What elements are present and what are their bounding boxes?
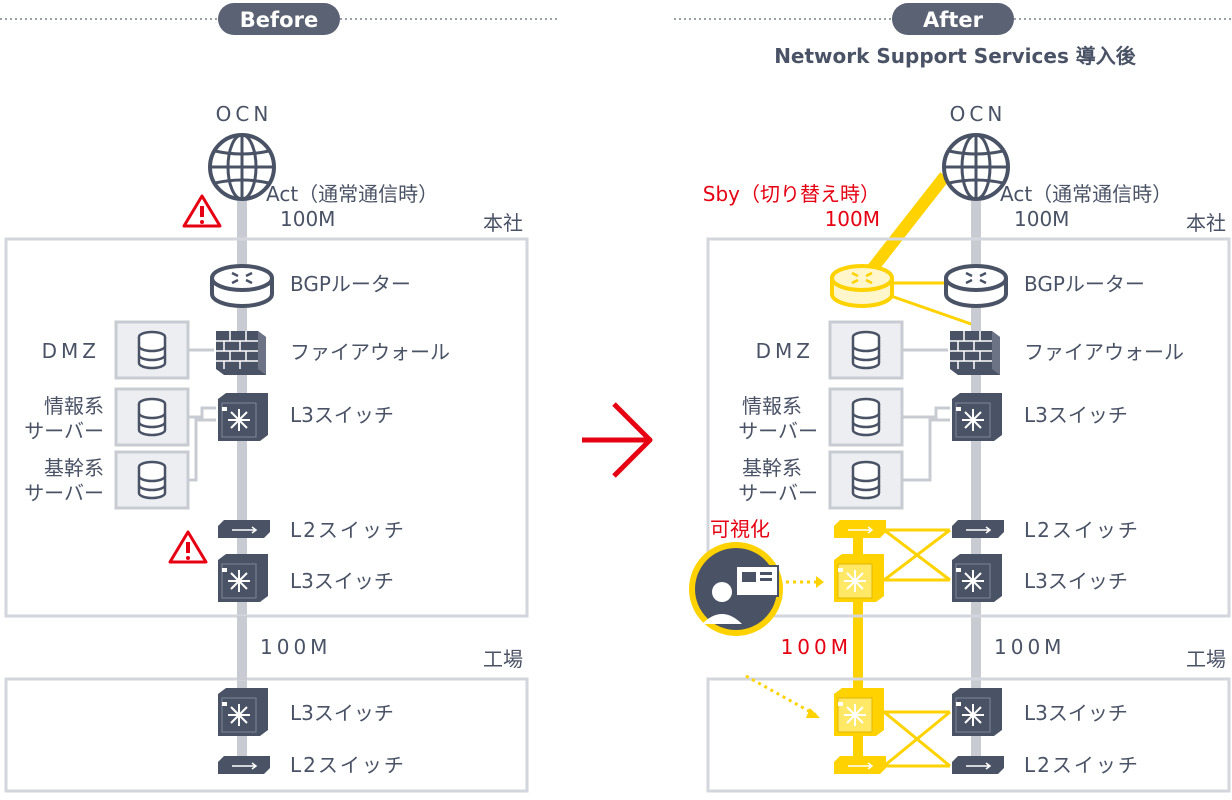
before-router-label: BGPルーター [290, 272, 411, 296]
before-panel: Before OCN Act（通常通信時） 100M 本社 BGPルーター DM… [0, 3, 558, 793]
after-link-speed: 100M [994, 635, 1065, 659]
after-subtitle: Network Support Services 導入後 [774, 44, 1137, 68]
after-l3-switch-label: L3スイッチ [1024, 403, 1128, 427]
before-badge [218, 3, 340, 35]
after-dmz-label: DMZ [756, 339, 814, 363]
after-router-fw-link [887, 293, 975, 327]
after-dmz-server-icon [828, 320, 904, 380]
after-act-speed: 100M [1014, 207, 1069, 231]
before-factory-l2-icon [217, 755, 271, 775]
before-warning-icon-bottom [168, 530, 208, 564]
after-factory-box [706, 677, 1231, 793]
after-panel: After Network Support Services 導入後 OCN S… [674, 3, 1232, 793]
before-act-speed: 100M [280, 207, 335, 231]
after-sby-l2-switch-icon [833, 519, 887, 539]
after-firewall-label: ファイアウォール [1024, 340, 1184, 364]
after-sby-l3-switch-icon [833, 553, 885, 603]
before-hq-label: 本社 [483, 211, 523, 235]
after-factory-label: 工場 [1186, 647, 1226, 671]
after-hq-box [706, 237, 1231, 618]
before-act-label: Act（通常通信時） [266, 182, 438, 206]
before-l3-switch-2-icon [217, 553, 269, 603]
before-core-server-label-2: サーバー [24, 481, 104, 505]
after-factory-l2-label: L2スイッチ [1024, 753, 1140, 777]
after-factory-cross-links [883, 710, 951, 768]
before-ocn-label: OCN [216, 102, 273, 126]
after-firewall-icon [949, 330, 1001, 376]
before-factory-l3-icon [217, 687, 269, 737]
monitoring-operator-icon [689, 542, 783, 636]
before-l3-switch-label: L3スイッチ [290, 403, 394, 427]
before-warning-icon-top [182, 194, 222, 228]
before-info-server-label-1: 情報系 [44, 394, 104, 418]
after-act-label: Act（通常通信時） [1000, 182, 1172, 206]
after-core-server-label-2: サーバー [738, 481, 818, 505]
before-factory-l2-label: L2スイッチ [290, 753, 406, 777]
after-sby-link-speed: 100M [781, 635, 852, 659]
before-dmz-server-icon [114, 320, 190, 380]
after-l2-switch-icon [951, 519, 1005, 539]
transition-arrow-icon [582, 402, 653, 478]
after-monitor-arrow-factory-icon [806, 708, 820, 718]
after-sby-label: Sby（切り替え時） [703, 182, 880, 206]
after-core-server-label-1: 基幹系 [742, 456, 802, 480]
after-monitor-link-factory [745, 674, 817, 717]
after-sby-factory-l2-icon [833, 755, 887, 775]
before-link-speed: 100M [260, 635, 331, 659]
after-hq-cross-links [883, 528, 951, 582]
before-l2-switch-icon [217, 519, 271, 539]
after-l3-switch-2-icon [951, 553, 1003, 603]
after-info-link [902, 406, 950, 419]
before-badge-label: Before [240, 8, 318, 32]
after-badge-label: After [923, 8, 984, 32]
before-firewall-label: ファイアウォール [290, 340, 450, 364]
after-factory-l3-icon [951, 687, 1003, 737]
before-info-server-icon [114, 387, 190, 447]
before-factory-box [4, 677, 529, 793]
after-hq-label: 本社 [1186, 211, 1226, 235]
before-l3-switch-2-label: L3スイッチ [290, 569, 394, 593]
after-sby-router-icon [830, 264, 894, 308]
before-dmz-label: DMZ [42, 339, 100, 363]
after-badge [892, 3, 1014, 35]
before-info-server-label-2: サーバー [24, 419, 104, 443]
after-globe-icon [942, 133, 1010, 201]
before-router-icon [210, 264, 274, 308]
after-info-server-label-1: 情報系 [742, 394, 802, 418]
after-l2-switch-label: L2スイッチ [1024, 518, 1140, 542]
after-sby-speed: 100M [825, 207, 880, 231]
before-core-server-icon [114, 450, 190, 510]
after-info-server-icon [828, 387, 904, 447]
after-core-link [902, 418, 950, 482]
after-monitor-arrow-hq-icon [816, 576, 824, 588]
before-l2-switch-label: L2スイッチ [290, 518, 406, 542]
after-factory-l2-icon [951, 755, 1005, 775]
before-factory-label: 工場 [483, 647, 523, 671]
after-router-icon [944, 264, 1008, 308]
after-l3-switch-icon [951, 392, 1003, 442]
after-factory-l3-label: L3スイッチ [1024, 701, 1128, 725]
before-factory-l3-label: L3スイッチ [290, 701, 394, 725]
before-firewall-icon [215, 330, 267, 376]
after-visualization-label: 可視化 [710, 517, 770, 541]
after-core-server-icon [828, 450, 904, 510]
after-router-label: BGPルーター [1024, 272, 1145, 296]
before-info-link [188, 406, 216, 419]
after-info-server-label-2: サーバー [738, 419, 818, 443]
before-globe-icon [208, 133, 276, 201]
after-sby-factory-l3-icon [833, 687, 885, 737]
before-l3-switch-icon [217, 392, 269, 442]
after-l3-switch-2-label: L3スイッチ [1024, 569, 1128, 593]
before-core-server-label-1: 基幹系 [44, 456, 104, 480]
after-sby-uplink [857, 172, 950, 286]
before-hq-box [4, 237, 529, 618]
before-core-link [188, 418, 216, 482]
after-ocn-label: OCN [950, 102, 1007, 126]
